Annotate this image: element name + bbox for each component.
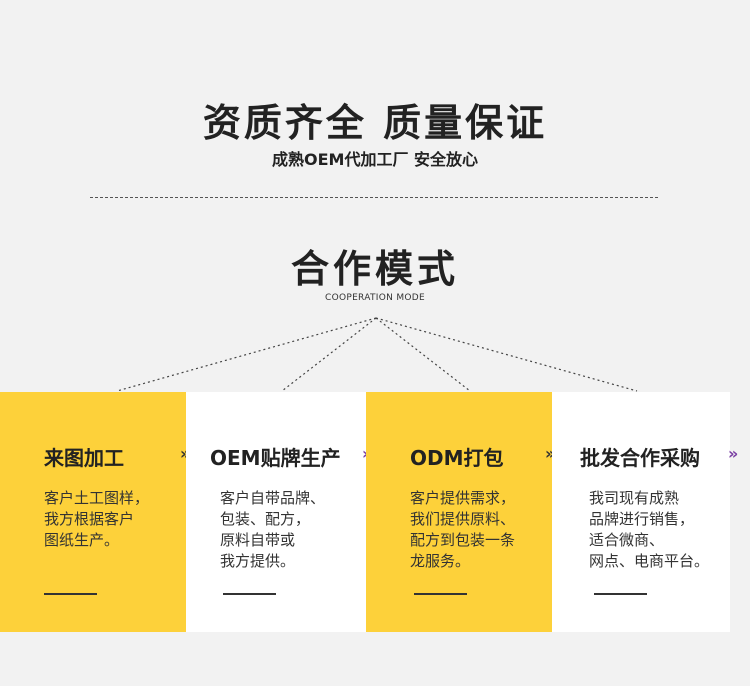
cooperation-cards: 来图加工 客户土工图样， 我方根据客户 图纸生产。 » OEM贴牌生产 客户自带… — [0, 392, 750, 632]
connector-line-2 — [281, 317, 377, 392]
card-title: OEM贴牌生产 — [210, 446, 341, 470]
card-oem: OEM贴牌生产 客户自带品牌、 包装、配方， 原料自带或 我方提供。 — [186, 392, 366, 632]
card-wholesale: 批发合作采购 我司现有成熟 品牌进行销售， 适合微商、 网点、电商平台。 — [552, 392, 730, 632]
cooperation-title-en: COOPERATION MODE — [324, 293, 425, 303]
headline-subtitle: 成熟OEM代加工厂 安全放心 — [271, 150, 479, 169]
dashed-divider — [90, 197, 658, 198]
card-underline — [414, 593, 467, 595]
card-odm: ODM打包 客户提供需求， 我们提供原料、 配方到包装一条 龙服务。 — [366, 392, 552, 632]
connector-line-4 — [375, 317, 638, 392]
chevron-right-icon: » — [180, 444, 190, 463]
card-title: 批发合作采购 — [580, 446, 700, 470]
chevron-right-icon: » — [545, 444, 556, 463]
chevron-right-icon: » — [728, 444, 739, 463]
connector-lines — [116, 317, 638, 392]
card-title: 来图加工 — [44, 446, 124, 470]
headline-title: 资质齐全 质量保证 — [202, 101, 548, 145]
card-title: ODM打包 — [410, 446, 504, 470]
card-body: 客户提供需求， 我们提供原料、 配方到包装一条 龙服务。 — [410, 489, 516, 570]
card-body: 客户土工图样， 我方根据客户 图纸生产。 — [44, 489, 150, 549]
card-body: 客户自带品牌、 包装、配方， 原料自带或 我方提供。 — [220, 489, 326, 570]
connector-line-1 — [116, 317, 377, 392]
card-body: 我司现有成熟 品牌进行销售， 适合微商、 网点、电商平台。 — [589, 489, 710, 570]
card-underline — [594, 593, 647, 595]
card-underline — [223, 593, 276, 595]
card-drawing-processing: 来图加工 客户土工图样， 我方根据客户 图纸生产。 — [0, 392, 186, 632]
connector-line-3 — [375, 317, 471, 392]
card-underline — [44, 593, 97, 595]
cooperation-title: 合作模式 — [290, 247, 459, 291]
